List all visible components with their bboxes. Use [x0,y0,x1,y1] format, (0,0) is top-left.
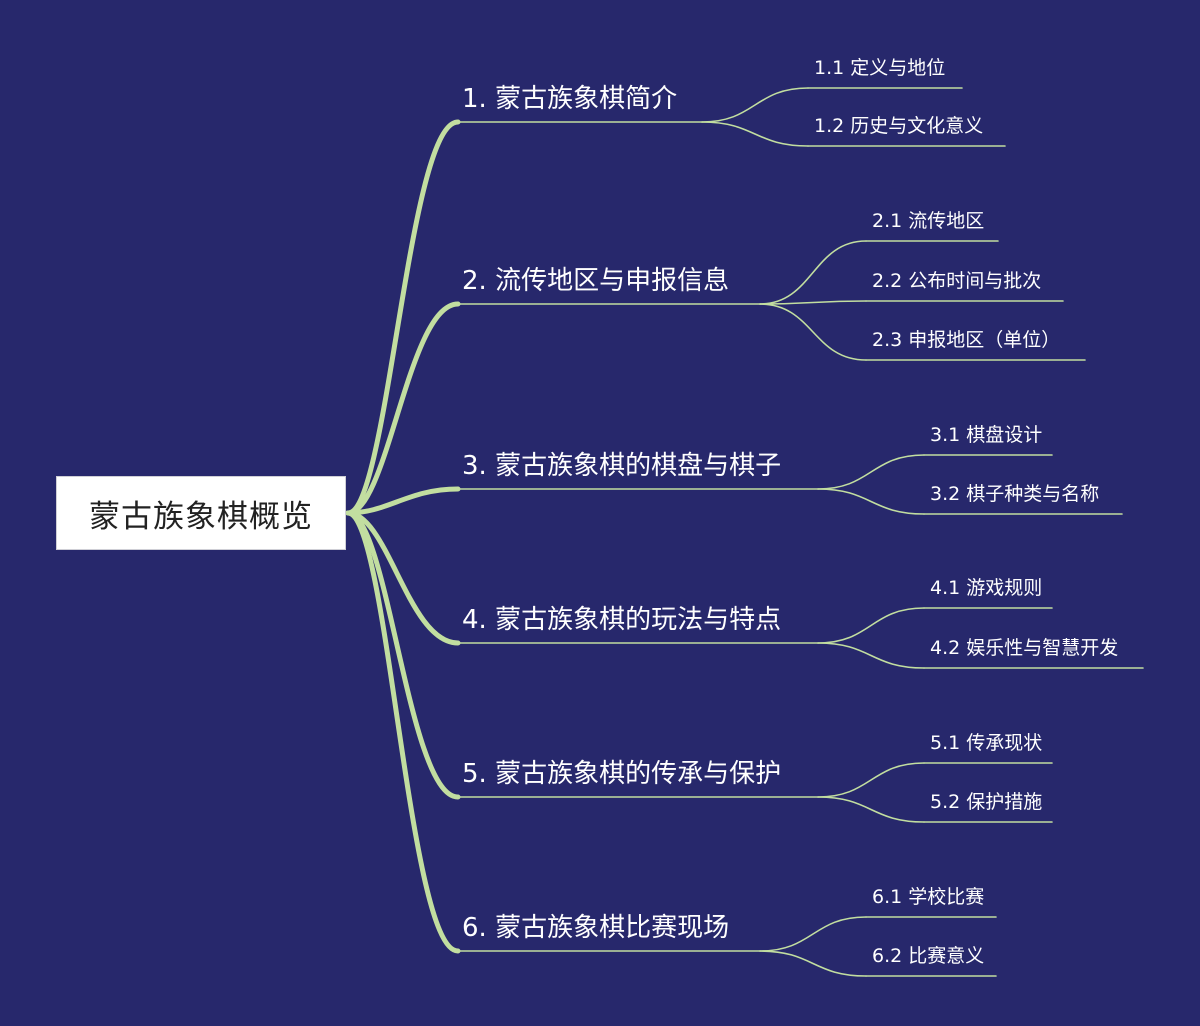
branch-label[interactable]: 1. 蒙古族象棋简介 [462,84,678,114]
leaf-label[interactable]: 5.2 保护措施 [930,791,1043,813]
leaf-label[interactable]: 6.2 比赛意义 [872,945,985,967]
leaf-label[interactable]: 3.1 棋盘设计 [930,424,1043,446]
leaf-label[interactable]: 1.1 定义与地位 [814,57,946,79]
root-node-label: 蒙古族象棋概览 [89,498,313,535]
leaf-label[interactable]: 3.2 棋子种类与名称 [930,483,1100,505]
branch-connector [345,510,461,646]
leaf-label[interactable]: 1.2 历史与文化意义 [814,115,984,137]
branch-label[interactable]: 2. 流传地区与申报信息 [462,266,730,296]
leaf-connector [817,607,925,644]
branch-label[interactable]: 3. 蒙古族象棋的棋盘与棋子 [462,451,782,481]
leaf-connector [759,916,867,952]
leaf-label[interactable]: 2.1 流传地区 [872,210,985,232]
leaf-connector [817,762,925,798]
branch-connector [345,119,461,516]
branch-connector [345,486,461,516]
leaf-connector [817,488,925,515]
leaf-connector [817,796,925,823]
branch-label[interactable]: 5. 蒙古族象棋的传承与保护 [462,759,782,789]
leaf-connector [759,240,867,305]
leaf-connector [701,121,809,147]
root-node[interactable]: 蒙古族象棋概览 [56,476,346,550]
branch-connector [345,301,461,516]
leaf-label[interactable]: 4.2 娱乐性与智慧开发 [930,637,1119,659]
branch-connector [345,510,461,954]
leaf-label[interactable]: 4.1 游戏规则 [930,577,1043,599]
leaf-label[interactable]: 2.2 公布时间与批次 [872,270,1042,292]
leaf-label[interactable]: 5.1 传承现状 [930,732,1043,754]
leaf-label[interactable]: 6.1 学校比赛 [872,886,985,908]
leaf-label[interactable]: 2.3 申报地区（单位） [872,329,1061,351]
leaf-connector [817,454,925,490]
leaf-connector [759,950,867,977]
branch-connector [345,510,461,800]
branch-label[interactable]: 6. 蒙古族象棋比赛现场 [462,913,730,943]
leaf-connector [759,300,867,305]
branch-label[interactable]: 4. 蒙古族象棋的玩法与特点 [462,605,782,635]
leaf-connector [817,642,925,669]
leaf-connector [759,303,867,361]
leaf-connector [701,87,809,123]
